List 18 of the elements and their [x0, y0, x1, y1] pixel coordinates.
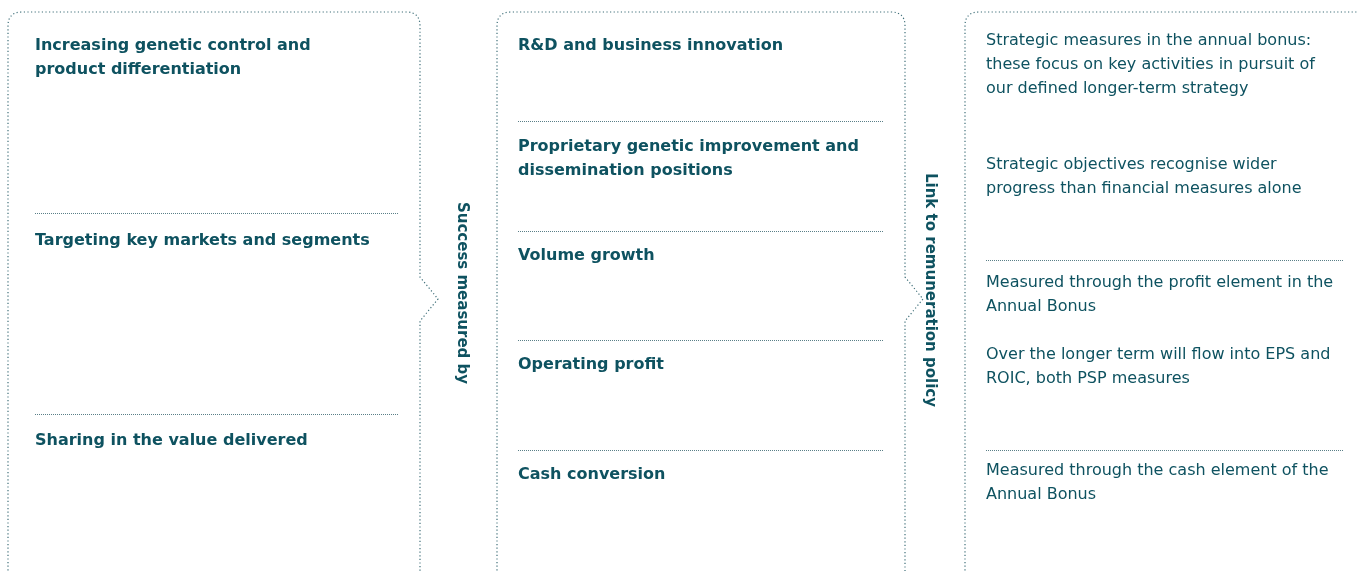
heading: R&D and business innovation: [518, 34, 785, 56]
heading: Increasing genetic control and product differentiation: [35, 34, 312, 80]
vertical-label: Link to remuneration policy: [922, 173, 940, 407]
paragraph: Measured through the cash element of the Annual Bonus: [986, 459, 1330, 505]
panel: [8, 12, 438, 571]
heading: Cash conversion: [518, 463, 667, 485]
heading: Sharing in the value delivered: [35, 429, 309, 451]
paragraph: Measured through the profit element in the Annual Bonus: [986, 271, 1335, 317]
heading: Volume growth: [518, 244, 656, 266]
vertical-label: Success measured by: [454, 201, 472, 385]
paragraph: Strategic objectives recognise wider progress than financial measures alone: [986, 153, 1303, 199]
panel: [497, 12, 923, 571]
heading: Operating profit: [518, 353, 665, 375]
panel: [965, 12, 1358, 571]
heading: Targeting key markets and segments: [35, 229, 371, 251]
heading: Proprietary genetic improvement and dissemination positions: [518, 135, 860, 181]
paragraph: Over the longer term will flow into EPS and ROIC, both PSP measures: [986, 343, 1332, 389]
paragraph: Strategic measures in the annual bonus: these focus on key activities in pursuit of our defined longer-term strategy: [986, 29, 1317, 99]
